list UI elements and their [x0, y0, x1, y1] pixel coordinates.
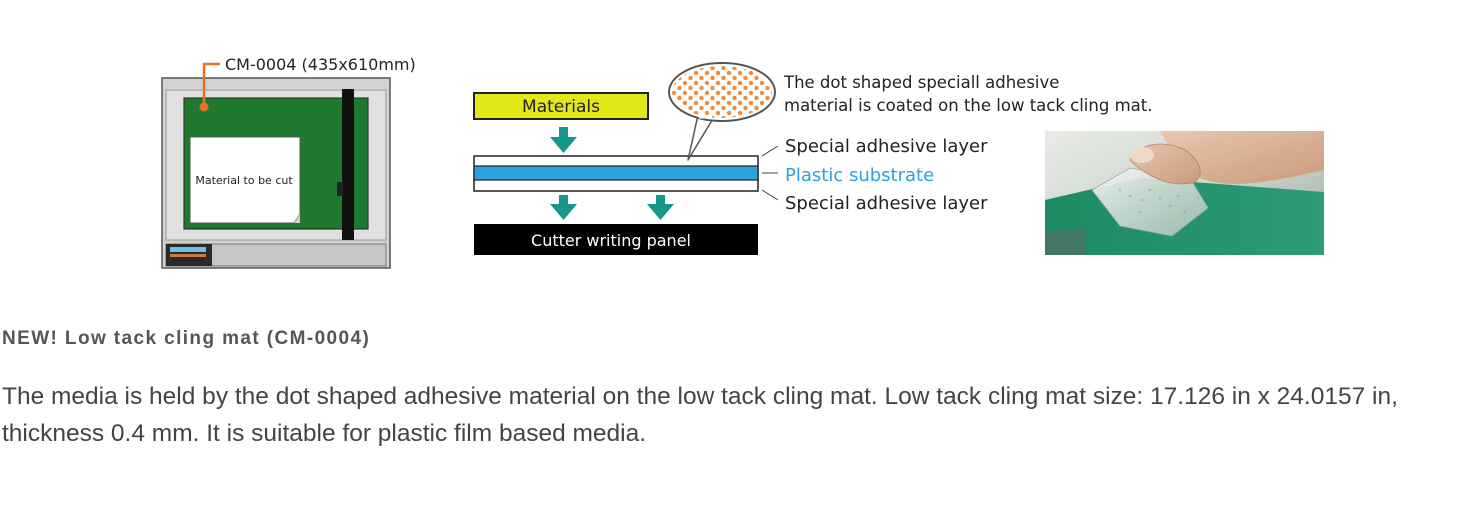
material-to-cut-label: Material to be cut	[195, 174, 293, 187]
section-heading: NEW! Low tack cling mat (CM-0004)	[2, 328, 371, 349]
bubble-caption-line2: material is coated on the low tack cling…	[784, 96, 1152, 115]
materials-label: Materials	[522, 97, 600, 117]
figure-svg: CM-0004 (435x610mm) Material to be cut	[161, 55, 1324, 269]
layer-label-bottom: Special adhesive layer	[785, 193, 988, 214]
cutter-bar	[342, 89, 354, 240]
arrow-down-icon	[550, 195, 577, 220]
description-paragraph: The media is held by the dot shaped adhe…	[2, 383, 1398, 447]
layer-diagram	[473, 62, 779, 255]
cutter-writing-panel	[474, 224, 758, 255]
layer-label-middle: Plastic substrate	[785, 165, 934, 186]
plastic-substrate-layer	[473, 165, 759, 181]
layer-label-top: Special adhesive layer	[785, 136, 988, 157]
cutter-machine-illustration	[161, 62, 391, 269]
arrow-down-icon	[647, 195, 674, 220]
machine-model-label: CM-0004 (435x610mm)	[225, 55, 416, 74]
dot-adhesive-bubble	[668, 62, 776, 161]
materials-tag	[473, 92, 649, 120]
product-figure: CM-0004 (435x610mm) Material to be cut	[161, 55, 1324, 269]
cutter-writing-panel-label: Cutter writing panel	[531, 231, 691, 250]
bubble-caption-line1: The dot shaped speciall adhesive	[783, 73, 1059, 92]
cling-mat-photo	[1045, 131, 1324, 255]
arrow-down-icon	[550, 127, 577, 153]
